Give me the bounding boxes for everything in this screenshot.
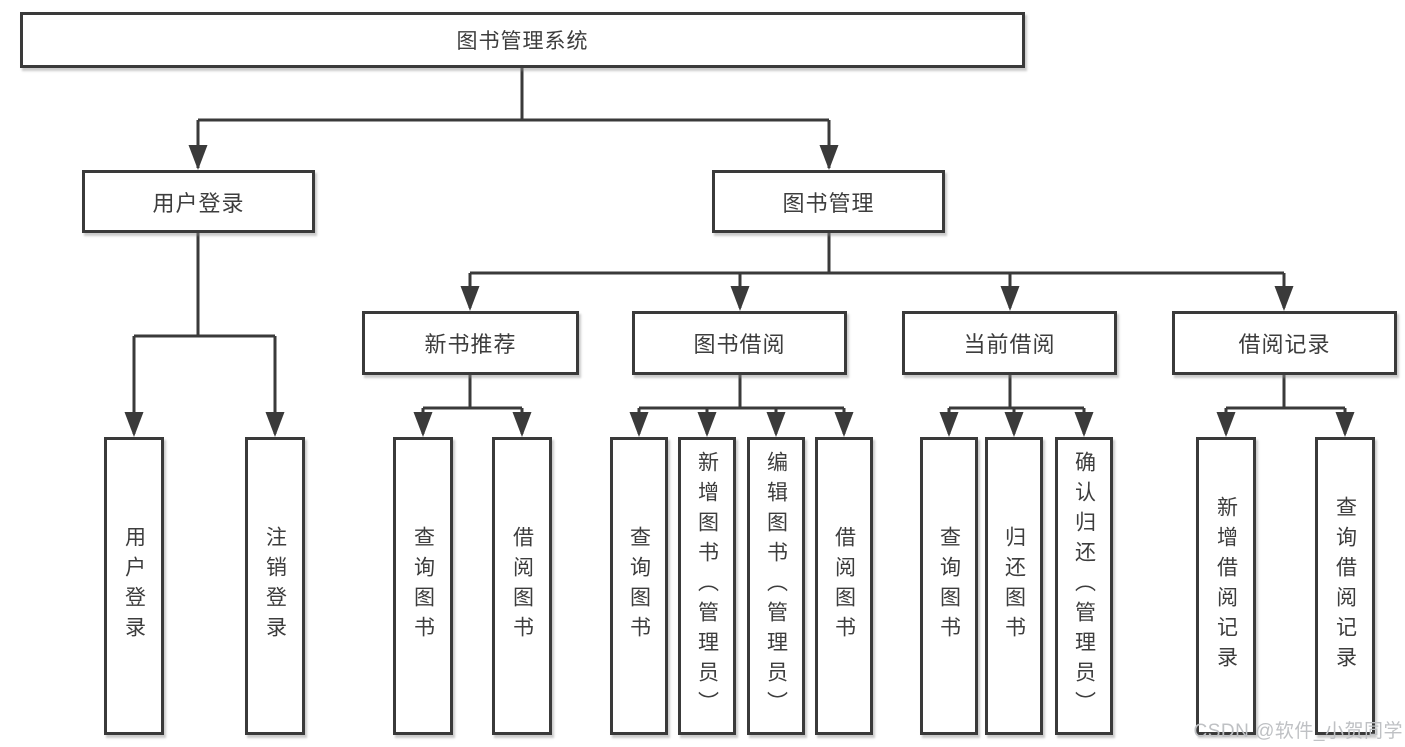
leaf-label: 查询图书 [411,526,435,646]
leaf-query-borrow-record: 查询借阅记录 [1315,437,1375,735]
leaf-label: 新增图书（管理员） [695,451,719,721]
leaf-add-borrow-record: 新增借阅记录 [1196,437,1256,735]
leaf-label: 用户登录 [122,526,146,646]
leaf-label: 确认归还（管理员） [1072,451,1096,721]
leaf-borrow-books: 借阅图书 [492,437,552,735]
node-user-login: 用户登录 [82,170,315,233]
node-label: 图书借阅 [693,332,786,357]
leaf-query-books-2: 查询图书 [610,437,668,735]
leaf-user-login: 用户登录 [104,437,164,735]
leaf-query-books-3: 查询图书 [920,437,978,735]
leaf-label: 借阅图书 [832,526,856,646]
leaf-logout-login: 注销登录 [245,437,305,735]
node-new-book-recommend: 新书推荐 [362,311,579,375]
node-label: 用户登录 [152,190,245,216]
leaf-label: 新增借阅记录 [1214,496,1238,676]
leaf-query-books: 查询图书 [393,437,453,735]
node-label: 借阅记录 [1238,332,1331,357]
leaf-label: 注销登录 [263,526,287,646]
leaf-label: 编辑图书（管理员） [764,451,788,721]
node-label: 图书管理 [782,190,875,216]
arrowheads [124,145,1355,437]
node-book-borrow: 图书借阅 [632,311,847,375]
leaf-label: 查询图书 [937,526,961,646]
leaf-return-books: 归还图书 [985,437,1043,735]
leaf-add-books-admin: 新增图书（管理员） [678,437,736,735]
node-label: 新书推荐 [424,332,517,357]
node-borrow-records: 借阅记录 [1172,311,1397,375]
leaf-borrow-books-2: 借阅图书 [815,437,873,735]
node-library-management-system: 图书管理系统 [20,12,1025,68]
leaf-label: 借阅图书 [510,526,534,646]
node-label: 当前借阅 [963,332,1056,357]
node-label: 图书管理系统 [456,30,589,53]
csdn-watermark: CSDN @软件_小贺同学 [1193,721,1403,742]
leaf-label: 查询借阅记录 [1333,496,1357,676]
node-book-management: 图书管理 [712,170,945,233]
leaf-label: 归还图书 [1002,526,1026,646]
leaf-label: 查询图书 [627,526,651,646]
leaf-edit-books-admin: 编辑图书（管理员） [747,437,805,735]
node-current-borrow: 当前借阅 [902,311,1117,375]
leaf-confirm-return-admin: 确认归还（管理员） [1055,437,1113,735]
